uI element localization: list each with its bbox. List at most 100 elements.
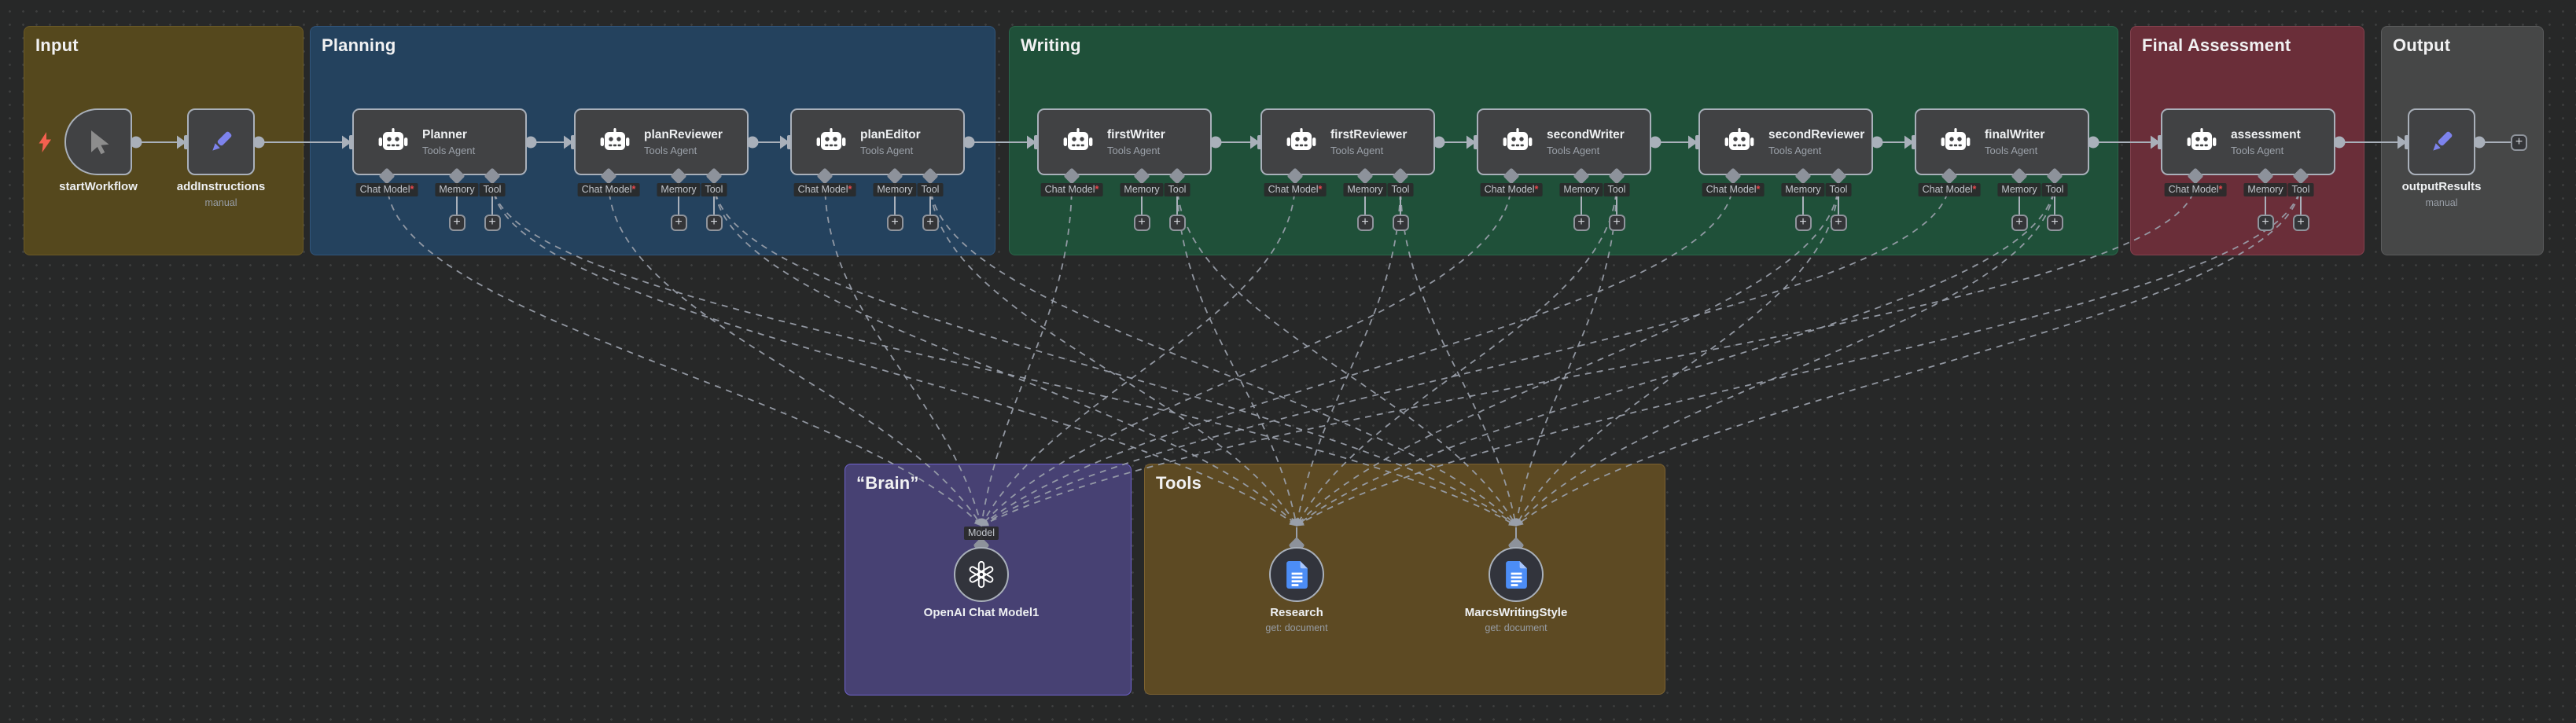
required-asterisk: * xyxy=(631,184,636,195)
group-title-final-assessment: Final Assessment xyxy=(2142,35,2291,55)
tool-port-label: Tool xyxy=(1164,183,1190,196)
robot-icon xyxy=(1503,128,1533,150)
add-memory-button[interactable]: + xyxy=(1133,215,1150,231)
add-memory-button[interactable]: + xyxy=(2011,215,2028,231)
add-tool-button[interactable]: + xyxy=(2046,215,2063,231)
node-outputResults[interactable] xyxy=(2408,108,2475,175)
group-title-input: Input xyxy=(35,35,79,55)
robot-icon xyxy=(2187,128,2217,150)
add-memory-button[interactable]: + xyxy=(1573,215,1590,231)
chat-model-port-label: Chat Model* xyxy=(793,183,856,196)
node-label-openai-chat-model: OpenAI Chat Model1 xyxy=(923,606,1040,619)
add-tool-button[interactable]: + xyxy=(1392,215,1409,231)
cursor-icon xyxy=(91,130,109,154)
tool-port-label: Tool xyxy=(2041,183,2068,196)
agent-subtitle: Tools Agent xyxy=(644,144,697,156)
required-asterisk: * xyxy=(1318,184,1323,195)
google-docs-icon xyxy=(1505,560,1527,589)
memory-port-label: Memory xyxy=(2243,183,2287,196)
node-subtitle-marcs-writing-style: get: document xyxy=(1485,622,1547,633)
node-startWorkflow[interactable] xyxy=(64,108,132,175)
add-tool-button[interactable]: + xyxy=(1168,215,1186,231)
node-label-research: Research xyxy=(1270,606,1323,619)
add-memory-button[interactable]: + xyxy=(670,215,687,231)
group-title-output: Output xyxy=(2393,35,2451,55)
node-addInstructions[interactable] xyxy=(187,108,255,175)
pencil-icon xyxy=(212,131,232,151)
robot-icon xyxy=(1724,128,1754,150)
add-node-endpoint-button[interactable]: + xyxy=(2511,134,2527,151)
add-tool-button[interactable]: + xyxy=(922,215,939,231)
add-tool-button[interactable]: + xyxy=(1830,215,1847,231)
robot-icon xyxy=(1063,128,1093,150)
robot-icon xyxy=(1941,128,1971,150)
node-subtitle-research: get: document xyxy=(1265,622,1328,633)
robot-icon xyxy=(816,128,846,150)
required-asterisk: * xyxy=(1534,184,1539,195)
add-memory-button[interactable]: + xyxy=(1794,215,1812,231)
memory-port-label: Memory xyxy=(873,183,917,196)
group-tools[interactable]: Tools xyxy=(1144,464,1665,695)
memory-port-label: Memory xyxy=(1781,183,1825,196)
agent-name: secondReviewer xyxy=(1768,127,1865,141)
agent-name: firstReviewer xyxy=(1330,127,1408,141)
memory-port-label: Memory xyxy=(1343,183,1387,196)
agent-subtitle: Tools Agent xyxy=(2231,144,2284,156)
node-label-marcs-writing-style: MarcsWritingStyle xyxy=(1464,606,1568,619)
agent-name: assessment xyxy=(2231,127,2301,141)
memory-port-label: Memory xyxy=(657,183,701,196)
node-research[interactable] xyxy=(1269,547,1324,602)
agent-subtitle: Tools Agent xyxy=(422,144,476,156)
chat-model-port-label: Chat Model* xyxy=(1480,183,1543,196)
group-title-planning: Planning xyxy=(322,35,396,55)
agent-name: planEditor xyxy=(860,127,921,141)
openai-icon xyxy=(969,560,994,589)
agent-subtitle: Tools Agent xyxy=(1330,144,1384,156)
required-asterisk: * xyxy=(848,184,852,195)
tool-port-label: Tool xyxy=(1603,183,1630,196)
memory-port-label: Memory xyxy=(1120,183,1164,196)
node-openai-chat-model[interactable] xyxy=(954,547,1009,602)
add-tool-button[interactable]: + xyxy=(484,215,501,231)
agent-subtitle: Tools Agent xyxy=(1985,144,2038,156)
add-tool-button[interactable]: + xyxy=(705,215,723,231)
chat-model-port-label: Chat Model* xyxy=(1264,183,1327,196)
memory-port-label: Memory xyxy=(1997,183,2041,196)
tool-port-label: Tool xyxy=(2287,183,2314,196)
add-memory-button[interactable]: + xyxy=(886,215,903,231)
required-asterisk: * xyxy=(2218,184,2223,195)
tool-port-label: Tool xyxy=(1825,183,1852,196)
agent-name: firstWriter xyxy=(1107,127,1165,141)
add-memory-button[interactable]: + xyxy=(2257,215,2274,231)
group-title-brain: “Brain” xyxy=(856,473,919,493)
pencil-icon xyxy=(2433,131,2453,151)
add-memory-button[interactable]: + xyxy=(1356,215,1374,231)
add-tool-button[interactable]: + xyxy=(2292,215,2309,231)
node-marcs-writing-style[interactable] xyxy=(1489,547,1544,602)
agent-name: Planner xyxy=(422,127,467,141)
agent-name: secondWriter xyxy=(1547,127,1625,141)
node-label-outputResults: outputResults xyxy=(2401,180,2482,193)
node-label-addInstructions: addInstructions xyxy=(176,180,266,193)
node-subtitle-addInstructions: manual xyxy=(204,197,237,208)
required-asterisk: * xyxy=(1972,184,1977,195)
tool-port-label: Tool xyxy=(701,183,727,196)
add-memory-button[interactable]: + xyxy=(448,215,466,231)
model-port-label: Model xyxy=(963,527,999,540)
tool-port-label: Tool xyxy=(1387,183,1414,196)
chat-model-port-label: Chat Model* xyxy=(355,183,418,196)
agent-subtitle: Tools Agent xyxy=(1768,144,1822,156)
add-tool-button[interactable]: + xyxy=(1608,215,1625,231)
google-docs-icon xyxy=(1286,560,1308,589)
